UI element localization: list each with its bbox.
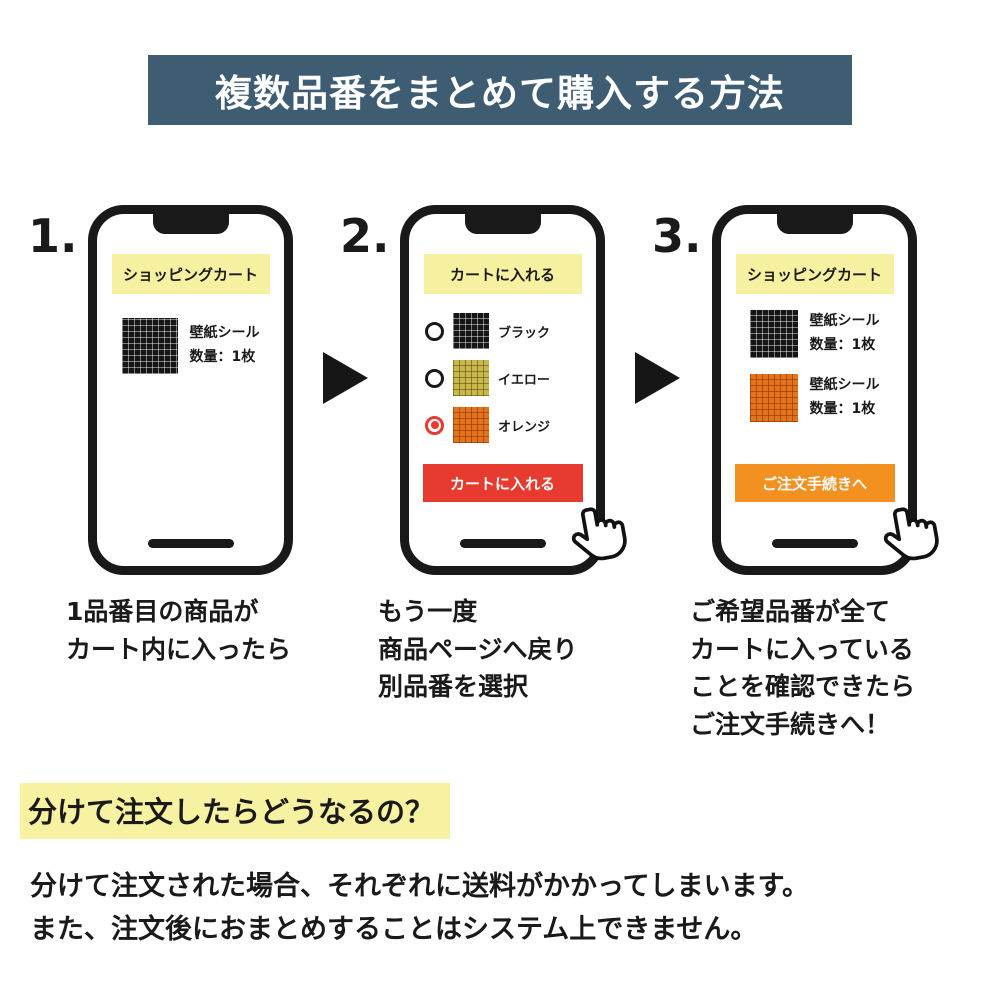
option-swatch-yellow-icon <box>453 360 489 396</box>
shopping-cart-header: ショッピングカート <box>111 254 270 294</box>
arrow-right-icon <box>635 352 680 404</box>
phone-mockup-2: カートに入れる ブラック イエロー オレン <box>400 205 627 575</box>
page-title-banner: 複数品番をまとめて購入する方法 <box>148 55 852 125</box>
cart-item: 壁紙シール 数量：1枚 <box>721 310 908 358</box>
option-orange[interactable]: オレンジ <box>425 406 596 444</box>
faq-answer-line-2: また、注文後におまとめすることはシステム上できません。 <box>30 914 758 946</box>
cart-item-text: 壁紙シール 数量：1枚 <box>809 313 880 353</box>
step-2-number: 2. <box>340 209 390 263</box>
steps-row: 1. ショッピングカート 壁紙シール 数量：1枚 1品番目の商品が カート内に入… <box>28 205 1000 743</box>
step-1-number: 1. <box>28 209 78 263</box>
cursor-hand-icon <box>883 507 939 561</box>
add-to-cart-button[interactable]: カートに入れる <box>422 464 583 502</box>
cursor-hand-icon <box>571 507 627 561</box>
cart-item: 壁紙シール 数量：1枚 <box>721 374 908 422</box>
radio-unselected-icon[interactable] <box>425 368 444 388</box>
product-swatch-black-icon <box>749 310 798 358</box>
faq-section: 分けて注文したらどうなるの？ <box>20 783 1000 839</box>
option-orange-label: オレンジ <box>498 419 551 435</box>
phone-home-bar <box>459 539 546 548</box>
shopping-cart-header: ショッピングカート <box>735 254 894 294</box>
page-title: 複数品番をまとめて購入する方法 <box>215 72 785 115</box>
option-black-label: ブラック <box>498 325 551 341</box>
phone-home-bar <box>147 539 234 548</box>
step-1: 1. ショッピングカート 壁紙シール 数量：1枚 1品番目の商品が カート内に入… <box>28 205 293 668</box>
phone-home-bar <box>771 539 858 548</box>
step-1-caption: 1品番目の商品が カート内に入ったら <box>66 597 292 664</box>
option-swatch-black-icon <box>453 313 489 349</box>
radio-selected-icon[interactable] <box>425 415 444 435</box>
faq-answer-line-1: 分けて注文された場合、それぞれに送料がかかってしまいます。 <box>30 871 809 902</box>
option-swatch-orange-icon <box>453 407 489 443</box>
option-yellow[interactable]: イエロー <box>425 359 596 397</box>
step-3: 3. ショッピングカート 壁紙シール 数量：1枚 壁紙シール 数量：1枚 ご注文… <box>652 205 939 743</box>
phone-mockup-3: ショッピングカート 壁紙シール 数量：1枚 壁紙シール 数量：1枚 ご注文手続き… <box>712 205 939 575</box>
step-2-caption: もう一度 商品ページへ戻り 別品番を選択 <box>378 597 578 701</box>
radio-unselected-icon[interactable] <box>425 321 444 341</box>
phone-mockup-1: ショッピングカート 壁紙シール 数量：1枚 <box>88 205 293 575</box>
cart-item: 壁紙シール 数量：1枚 <box>97 318 284 374</box>
phone-notch <box>152 214 229 234</box>
product-swatch-black-icon <box>121 318 178 374</box>
arrow-right-icon <box>323 352 368 404</box>
faq-question: 分けて注文したらどうなるの？ <box>20 783 451 839</box>
step-3-caption: ご希望品番が全て カートに入っている ことを確認できたら ご注文手続きへ！ <box>690 597 916 739</box>
product-swatch-orange-icon <box>749 374 798 422</box>
color-options-list: ブラック イエロー オレンジ <box>425 312 596 444</box>
add-to-cart-header: カートに入れる <box>423 254 582 294</box>
faq-answer: 分けて注文された場合、それぞれに送料がかかってしまいます。 また、注文後におまと… <box>30 865 1000 951</box>
cart-item-text: 壁紙シール 数量：1枚 <box>809 377 880 417</box>
phone-notch <box>776 214 853 234</box>
step-3-number: 3. <box>652 209 702 263</box>
checkout-button[interactable]: ご注文手続きへ <box>734 464 895 502</box>
step-2: 2. カートに入れる ブラック イエロー <box>340 205 627 706</box>
cart-item-text: 壁紙シール 数量：1枚 <box>189 325 260 365</box>
option-black[interactable]: ブラック <box>425 312 596 350</box>
phone-notch <box>464 214 541 234</box>
option-yellow-label: イエロー <box>498 372 550 388</box>
